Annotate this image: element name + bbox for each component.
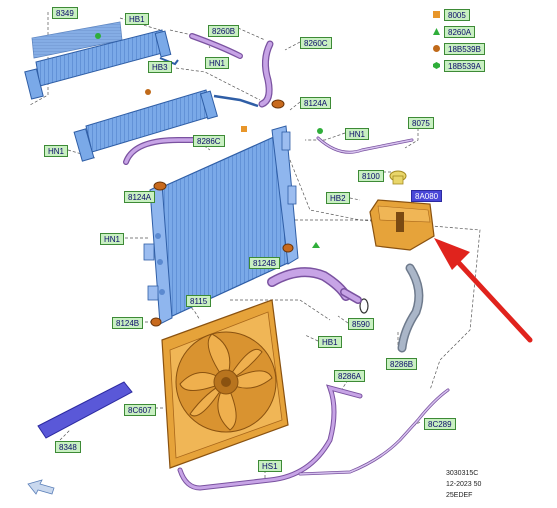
main-radiator	[143, 125, 299, 325]
callout-8075: 8075	[408, 117, 434, 129]
callout-8348: 8348	[55, 441, 81, 453]
callout-8286c: 8286C	[193, 135, 225, 147]
footer-code-1: 3030315C	[446, 470, 479, 477]
view-direction-arrow	[27, 479, 55, 495]
legend-circle-marker	[433, 45, 440, 52]
callout-8124b-lower: 8124B	[112, 317, 144, 329]
callout-hn1-upper: HN1	[205, 57, 230, 69]
callout-hn1-mid: HN1	[100, 233, 125, 245]
callout-8124a-upper: 8124A	[300, 97, 332, 109]
callout-hb3: HB3	[148, 61, 172, 73]
callout-8c289: 8C289	[424, 418, 456, 430]
legend-item-0: 8005	[444, 9, 470, 21]
callout-8590: 8590	[348, 318, 374, 330]
callout-hn1-left: HN1	[44, 145, 69, 157]
callout-8260c: 8260C	[300, 37, 332, 49]
callout-8286a: 8286A	[334, 370, 366, 382]
legend-hexagon-marker	[433, 62, 440, 69]
upper-oil-cooler	[24, 29, 179, 100]
callout-hb2: HB2	[326, 192, 350, 204]
callout-8260b: 8260B	[208, 25, 240, 37]
callout-hn1-right: HN1	[345, 128, 370, 140]
footer-code-2: 12-2023 50	[446, 481, 482, 488]
footer-code-3: 25EDEF	[446, 492, 473, 499]
callout-8c607: 8C607	[124, 404, 156, 416]
leader-lines	[29, 12, 481, 480]
callout-8286b: 8286B	[386, 358, 418, 370]
callout-8124a-lower: 8124A	[124, 191, 156, 203]
red-arrow	[434, 238, 533, 343]
legend-square-marker	[433, 11, 440, 18]
callout-hb1-lower: HB1	[318, 336, 342, 348]
pressure-caps	[150, 99, 294, 327]
inline-markers	[95, 33, 323, 248]
callout-8349: 8349	[52, 7, 78, 19]
callout-8115: 8115	[186, 295, 212, 307]
callout-8124b-mid: 8124B	[249, 257, 281, 269]
hose-connector-8590	[340, 288, 369, 314]
legend-triangle-marker	[433, 28, 440, 35]
legend-item-3: 18B539A	[444, 60, 485, 72]
callout-hb1-top: HB1	[125, 13, 149, 25]
legend-item-2: 18B539B	[444, 43, 485, 55]
charge-air-cooler	[73, 89, 259, 162]
air-deflector-8348	[37, 381, 133, 439]
callout-8100: 8100	[358, 170, 384, 182]
hoses	[123, 33, 450, 491]
callout-hs1: HS1	[258, 460, 282, 472]
legend-item-1: 8260A	[444, 26, 476, 38]
callout-8a080: 8A080	[411, 190, 443, 202]
fan-shroud-8c607	[161, 299, 289, 469]
expansion-tank-8a080	[369, 170, 435, 251]
